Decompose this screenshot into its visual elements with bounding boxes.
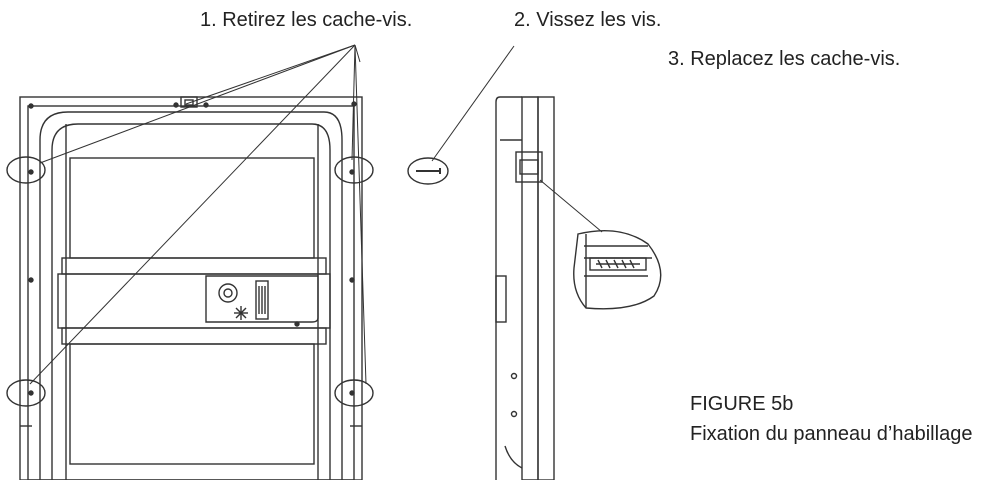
- step1-leader-lines: [29, 44, 367, 385]
- door-side-view: [495, 96, 555, 480]
- door-front-view: [19, 96, 363, 480]
- figure-number: FIGURE 5b: [690, 393, 794, 415]
- screw-illustration: [407, 45, 515, 185]
- door-screws: [28, 101, 357, 396]
- step2-label: 2. Vissez les vis.: [514, 9, 662, 31]
- step3-label: 3. Replacez les cache-vis.: [668, 48, 901, 70]
- step1-label: 1. Retirez les cache-vis.: [200, 9, 413, 31]
- figure-caption: Fixation du panneau d’habillage: [690, 423, 973, 445]
- screw-cover-markers: [6, 156, 374, 407]
- zoom-detail: [539, 179, 662, 310]
